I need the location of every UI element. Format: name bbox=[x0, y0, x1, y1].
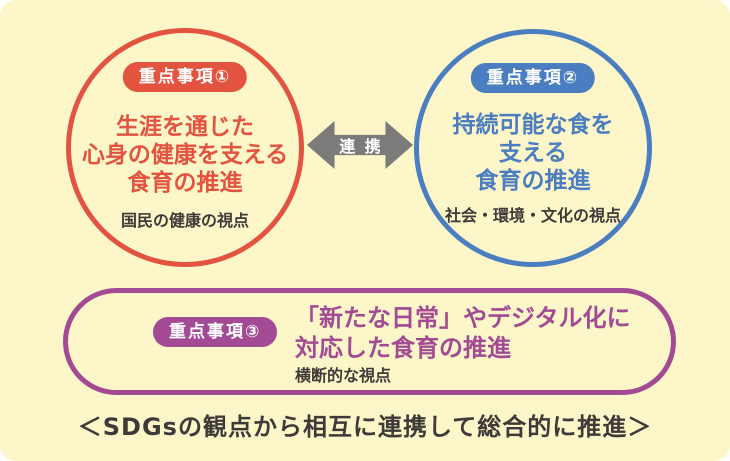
priority-2-title-line: 支える bbox=[498, 140, 568, 166]
priority-1-title-line: 食育の推進 bbox=[127, 170, 243, 196]
footer-note: ＜SDGsの観点から相互に連携して総合的に推進＞ bbox=[77, 413, 653, 441]
priority-1-circle: 重点事項① 生涯を通じた 心身の健康を支える 食育の推進 国民の健康の視点 bbox=[66, 28, 304, 267]
priority-2-subtitle: 社会・環境・文化の視点 bbox=[444, 206, 621, 225]
priority-3-title: 「新たな日常」やデジタル化に 対応した食育の推進 bbox=[295, 303, 655, 363]
priority-3-title-line: 「新たな日常」やデジタル化に bbox=[295, 304, 631, 332]
priority-3-panel: 重点事項③ 「新たな日常」やデジタル化に 対応した食育の推進 横断的な視点 bbox=[63, 288, 676, 395]
priority-3-title-line: 対応した食育の推進 bbox=[295, 334, 511, 362]
priority-1-title: 生涯を通じた 心身の健康を支える 食育の推進 bbox=[71, 113, 299, 197]
priority-1-title-line: 生涯を通じた bbox=[116, 114, 254, 140]
priority-2-badge: 重点事項② bbox=[470, 63, 596, 93]
priority-2-title: 持続可能な食を 支える 食育の推進 bbox=[419, 111, 647, 195]
priority-1-title-line: 心身の健康を支える bbox=[81, 142, 289, 168]
priority-3-subtitle: 横断的な視点 bbox=[295, 366, 392, 385]
priority-2-title-line: 持続可能な食を bbox=[452, 112, 614, 138]
priority-2-circle: 重点事項② 持続可能な食を 支える 食育の推進 社会・環境・文化の視点 bbox=[414, 29, 652, 267]
priority-1-badge: 重点事項① bbox=[122, 62, 248, 92]
priority-1-subtitle: 国民の健康の視点 bbox=[120, 211, 249, 230]
priority-2-title-line: 食育の推進 bbox=[475, 168, 591, 194]
priority-3-badge: 重点事項③ bbox=[153, 317, 278, 347]
link-arrow-label: 連 携 bbox=[339, 137, 383, 156]
